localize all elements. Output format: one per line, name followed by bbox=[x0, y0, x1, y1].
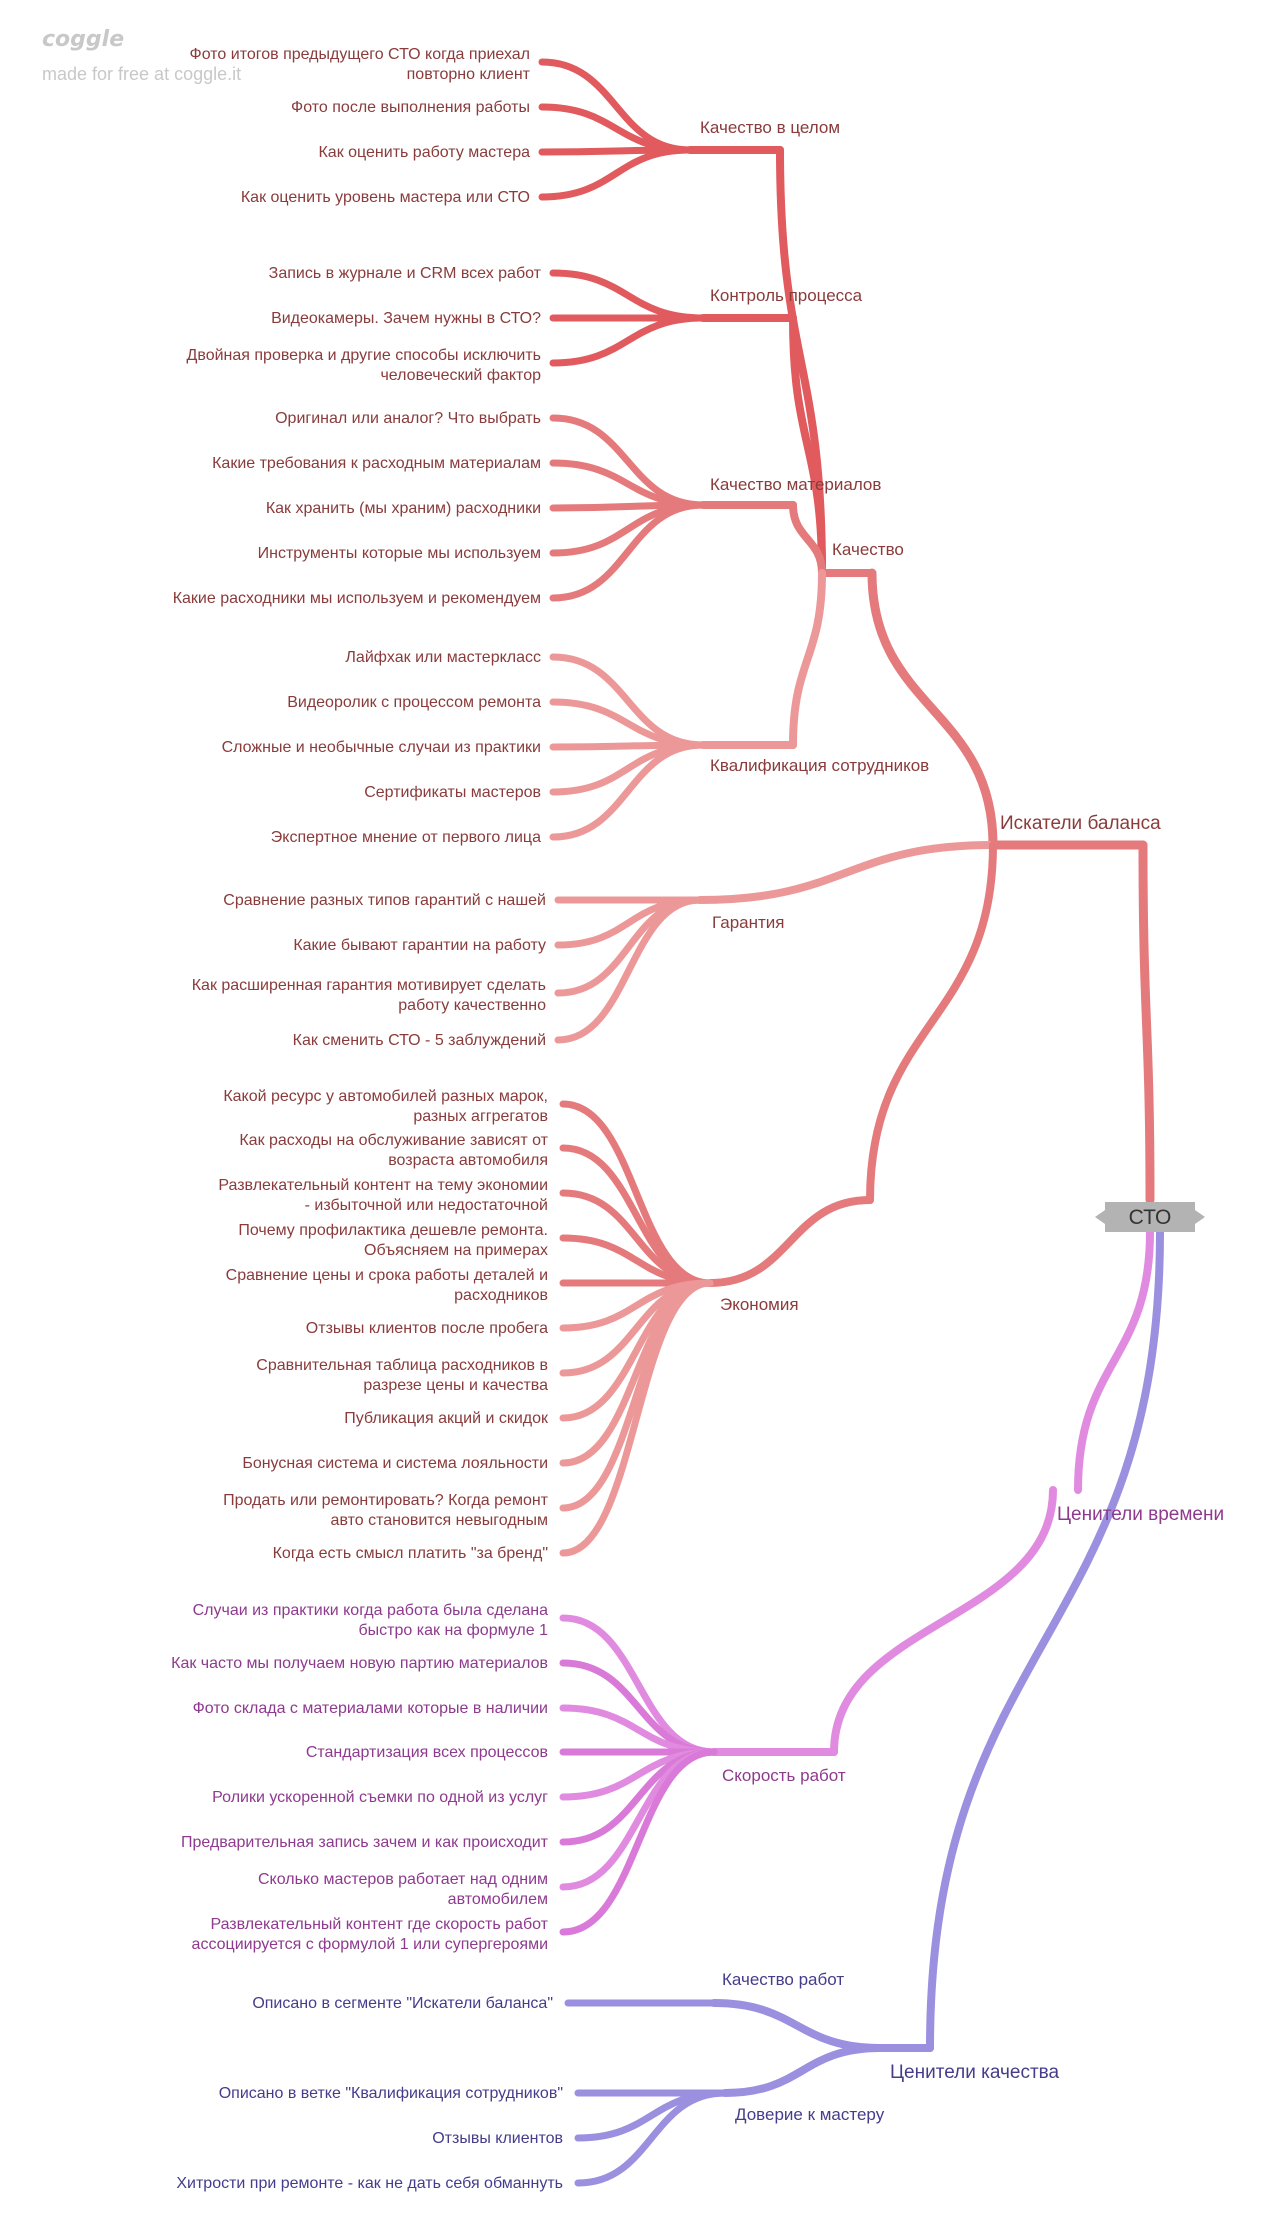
leaf-item[interactable]: Отзывы клиентов после пробега bbox=[306, 1320, 548, 1337]
leaf-item[interactable]: Инструменты которые мы используем bbox=[258, 545, 541, 562]
leaf-item[interactable]: Как сменить СТО - 5 заблуждений bbox=[293, 1032, 546, 1049]
edge-root-to-iskateli bbox=[1138, 840, 1155, 1205]
edge-root-to-vremeni bbox=[1074, 1228, 1154, 1494]
segment-label-iskateli[interactable]: Искатели баланса bbox=[1000, 813, 1161, 834]
branch-label-garantiya[interactable]: Гарантия bbox=[712, 913, 785, 932]
edge-leaf bbox=[549, 501, 707, 602]
leaf-item[interactable]: Запись в журнале и CRM всех работ bbox=[269, 265, 542, 282]
edge-leaf bbox=[549, 741, 707, 841]
edge-iskateli-to-ekonomiya-a bbox=[866, 841, 997, 1204]
leaf-item[interactable]: Фото склада с материалами которые в нали… bbox=[193, 1700, 548, 1717]
leaf-item[interactable]: Видеокамеры. Зачем нужны в СТО? bbox=[271, 310, 541, 327]
edge-leaf bbox=[559, 1279, 714, 1557]
leaf-item[interactable]: Сложные и необычные случаи из практики bbox=[222, 739, 541, 756]
segment-label-kachestva[interactable]: Ценители качества bbox=[890, 2062, 1060, 2083]
edge-iskateli-to-garantiya bbox=[696, 841, 997, 904]
mindmap-labels: Искатели баланса Качество Качество в целом… bbox=[171, 46, 1224, 2192]
mindmap-edges bbox=[538, 58, 1164, 2187]
leaf-item[interactable]: Сравнение разных типов гарантий с нашей bbox=[223, 892, 546, 909]
coggle-tagline: made for free at coggle.it bbox=[42, 64, 241, 84]
leaf-item[interactable]: Как часто мы получаем новую партию матер… bbox=[171, 1655, 548, 1672]
leaf-item[interactable]: Отзывы клиентов bbox=[432, 2130, 563, 2147]
edge-kachestva-to-doverie bbox=[721, 2044, 884, 2097]
leaf-item[interactable]: Экспертное мнение от первого лица bbox=[271, 829, 541, 846]
leaf-item[interactable]: Хитрости при ремонте - как не дать себя … bbox=[176, 2175, 563, 2192]
edge-iskateli-to-kachestvo bbox=[867, 568, 998, 850]
edge-leaf bbox=[559, 1279, 714, 1512]
branch-label-kachestvo-rabot[interactable]: Качество работ bbox=[722, 1970, 844, 1989]
leaf-item[interactable]: Описано в ветке "Квалификация сотруднико… bbox=[219, 2085, 563, 2102]
leaf-item[interactable]: Оригинал или аналог? Что выбрать bbox=[275, 410, 541, 427]
root-node[interactable]: СТО bbox=[1095, 1202, 1205, 1232]
branch-label-kachestvo[interactable]: Качество bbox=[832, 540, 904, 559]
edge-leaf bbox=[549, 501, 707, 557]
edge-root-to-kachestva bbox=[926, 1228, 1164, 2052]
sub-branch-label[interactable]: Качество материалов bbox=[710, 475, 881, 494]
edge-kachestvo-to-sub-2 bbox=[789, 501, 826, 577]
leaf-item[interactable]: Какой ресурс у автомобилей разных марок,… bbox=[223, 1088, 548, 1125]
sub-branch-label[interactable]: Контроль процесса bbox=[710, 286, 863, 305]
leaf-item[interactable]: Предварительная запись зачем и как проис… bbox=[181, 1834, 549, 1851]
leaf-item[interactable]: Какие бывают гарантии на работу bbox=[293, 937, 546, 954]
leaf-item[interactable]: Как оценить уровень мастера или СТО bbox=[241, 189, 530, 206]
leaf-item[interactable]: Фото итогов предыдущего СТО когда приеха… bbox=[190, 46, 531, 83]
leaf-item[interactable]: Когда есть смысл платить "за бренд" bbox=[273, 1545, 548, 1562]
leaf-item[interactable]: Лайфхак или мастеркласс bbox=[345, 649, 541, 666]
branch-label-ekonomiya[interactable]: Экономия bbox=[720, 1295, 799, 1314]
edge-leaf bbox=[549, 269, 707, 322]
leaf-item[interactable]: Двойная проверка и другие способы исключ… bbox=[187, 347, 542, 384]
leaf-item[interactable]: Как оценить работу мастера bbox=[318, 144, 530, 161]
edge-iskateli-to-ekonomiya-b bbox=[706, 1196, 874, 1287]
edge-vremeni-to-skorost bbox=[830, 1486, 1057, 1756]
edge-kachestvo-to-sub-3 bbox=[789, 569, 826, 749]
coggle-logo: coggle bbox=[42, 27, 124, 52]
leaf-item[interactable]: Видеоролик с процессом ремонта bbox=[287, 694, 541, 711]
sub-branch-label[interactable]: Квалификация сотрудников bbox=[710, 756, 929, 775]
edge-leaf bbox=[574, 2089, 729, 2187]
sub-branch-label[interactable]: Качество в целом bbox=[700, 118, 840, 137]
leaf-item[interactable]: Стандартизация всех процессов bbox=[306, 1744, 548, 1761]
leaf-item[interactable]: Почему профилактика дешевле ремонта.Объя… bbox=[238, 1222, 548, 1259]
leaf-item[interactable]: Описано в сегменте "Искатели баланса" bbox=[252, 1995, 553, 2012]
leaf-item[interactable]: Развлекательный контент где скорость раб… bbox=[192, 1916, 549, 1953]
leaf-item[interactable]: Случаи из практики когда работа была сде… bbox=[193, 1602, 549, 1639]
leaf-item[interactable]: Как расширенная гарантия мотивирует сдел… bbox=[192, 977, 546, 1014]
leaf-item[interactable]: Публикация акций и скидок bbox=[344, 1410, 549, 1427]
leaf-item[interactable]: Сертификаты мастеров bbox=[364, 784, 541, 801]
leaf-item[interactable]: Бонусная система и система лояльности bbox=[242, 1455, 548, 1472]
edge-leaf bbox=[549, 314, 707, 367]
edge-leaf bbox=[538, 146, 694, 201]
edge-leaf bbox=[549, 741, 707, 796]
edge-kachestva-to-kachestvo-rabot bbox=[710, 1999, 884, 2052]
leaf-item[interactable]: Как хранить (мы храним) расходники bbox=[266, 500, 541, 517]
leaf-item[interactable]: Фото после выполнения работы bbox=[291, 99, 530, 116]
edge-leaf bbox=[554, 896, 704, 1044]
segment-label-vremeni[interactable]: Ценители времени bbox=[1057, 1504, 1224, 1525]
leaf-item[interactable]: Развлекательный контент на тему экономии… bbox=[218, 1177, 548, 1214]
edge-leaf bbox=[559, 1748, 718, 1936]
edge-kachestvo-to-sub-1 bbox=[789, 314, 826, 577]
root-node-shape bbox=[1095, 1202, 1205, 1232]
leaf-item[interactable]: Ролики ускоренной съемки по одной из усл… bbox=[212, 1789, 548, 1806]
branch-label-skorost[interactable]: Скорость работ bbox=[722, 1766, 846, 1785]
branch-label-doverie[interactable]: Доверие к мастеру bbox=[735, 2105, 885, 2124]
leaf-item[interactable]: Какие расходники мы используем и рекомен… bbox=[173, 590, 541, 607]
root-node-label: СТО bbox=[1129, 1206, 1172, 1229]
leaf-item[interactable]: Какие требования к расходным материалам bbox=[212, 455, 541, 472]
